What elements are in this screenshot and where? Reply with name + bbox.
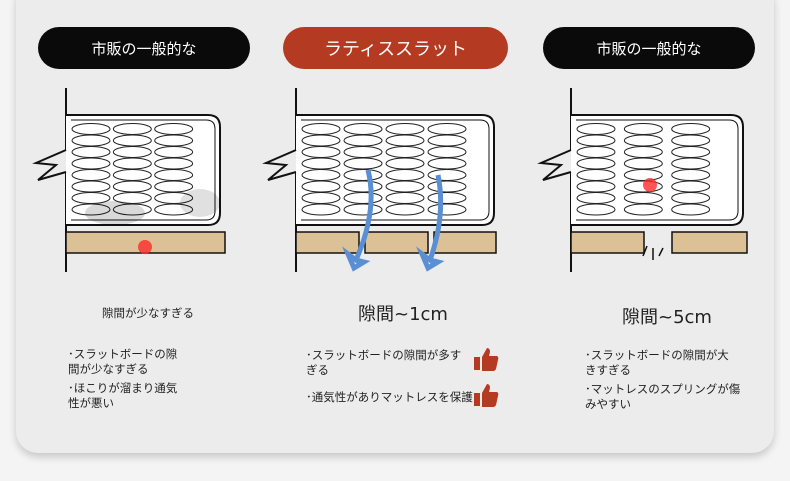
column-3-point-1: ･スラットボードの隙間が大きすぎる	[585, 348, 729, 377]
spring-coil	[112, 123, 152, 135]
spring-coil	[671, 180, 711, 193]
spring-coil	[623, 157, 663, 170]
spring-coil	[343, 203, 383, 216]
airflow-arrow	[416, 174, 445, 272]
pressure-point	[138, 240, 152, 254]
mattress-inner-line	[71, 119, 216, 221]
spring-coil	[623, 192, 663, 204]
mattress-inner-line	[301, 119, 490, 221]
mattress-illustration-standard	[32, 88, 226, 272]
spring-coil	[671, 146, 711, 158]
cut-edge	[537, 149, 572, 181]
spring-coil	[427, 203, 467, 216]
spring-coil	[623, 146, 663, 158]
crack-lines	[642, 245, 664, 260]
column-2-gap: 隙間~1cm	[358, 304, 448, 325]
column-3-title: 市販の一般的な	[543, 27, 755, 69]
spring-coil	[112, 169, 152, 181]
comparison-panel	[16, 0, 774, 453]
spring-coil	[671, 192, 711, 204]
mattress-illustration-wide-gap	[537, 88, 748, 272]
spring-coil	[623, 180, 663, 193]
spring-coil	[71, 203, 111, 216]
spring-coil	[623, 123, 663, 135]
spring-coil	[112, 192, 152, 204]
mattress-illustration-lattice	[262, 88, 497, 272]
spring-coil	[671, 157, 711, 170]
spring-coil	[112, 134, 152, 147]
mattress-inner-line	[576, 119, 739, 221]
spring-coil	[623, 134, 663, 147]
spring-coil	[112, 157, 152, 170]
spring-coil	[671, 169, 711, 181]
column-1-point-1: ･スラットボードの隙間が少なすぎる	[68, 347, 178, 376]
thumbs-up-icon	[474, 384, 499, 407]
cut-edge	[262, 149, 297, 181]
spring-coil	[301, 203, 341, 216]
spring-coil	[671, 134, 711, 147]
column-1-gap: 隙間が少なすぎる	[102, 306, 194, 320]
column-1-title: 市販の一般的な	[38, 27, 250, 69]
spring-coil	[671, 203, 711, 216]
slat-board	[570, 231, 645, 254]
spring-coil	[112, 203, 152, 216]
column-2-point-1: ･スラットボードの隙間が多すぎる	[306, 348, 462, 377]
spring-coil	[623, 169, 663, 181]
spring-coil	[576, 203, 616, 216]
thumbs-up-icon	[474, 348, 499, 371]
dust-shadow	[180, 189, 220, 217]
slat-board	[671, 231, 748, 254]
column-1-point-2: ･ほこりが溜まり通気性が悪い	[68, 381, 178, 410]
column-3-gap: 隙間~5cm	[622, 307, 712, 328]
slat-board	[433, 231, 497, 254]
slat-board	[295, 231, 360, 254]
spring-coil	[385, 203, 425, 216]
spring-coil	[671, 123, 711, 135]
dust-shadow	[85, 201, 145, 225]
pressure-point	[643, 178, 657, 192]
airflow-arrow	[342, 169, 374, 272]
column-2-title: ラティススラット	[283, 27, 508, 69]
column-3-point-2: ･マットレスのスプリングが傷みやすい	[585, 382, 741, 411]
spring-coil	[112, 146, 152, 158]
cut-edge	[32, 149, 67, 181]
column-2-point-2: ･通気性がありマットレスを保護	[306, 390, 473, 404]
spring-coil	[154, 203, 194, 216]
spring-coil	[112, 180, 152, 193]
spring-coil	[623, 203, 663, 216]
